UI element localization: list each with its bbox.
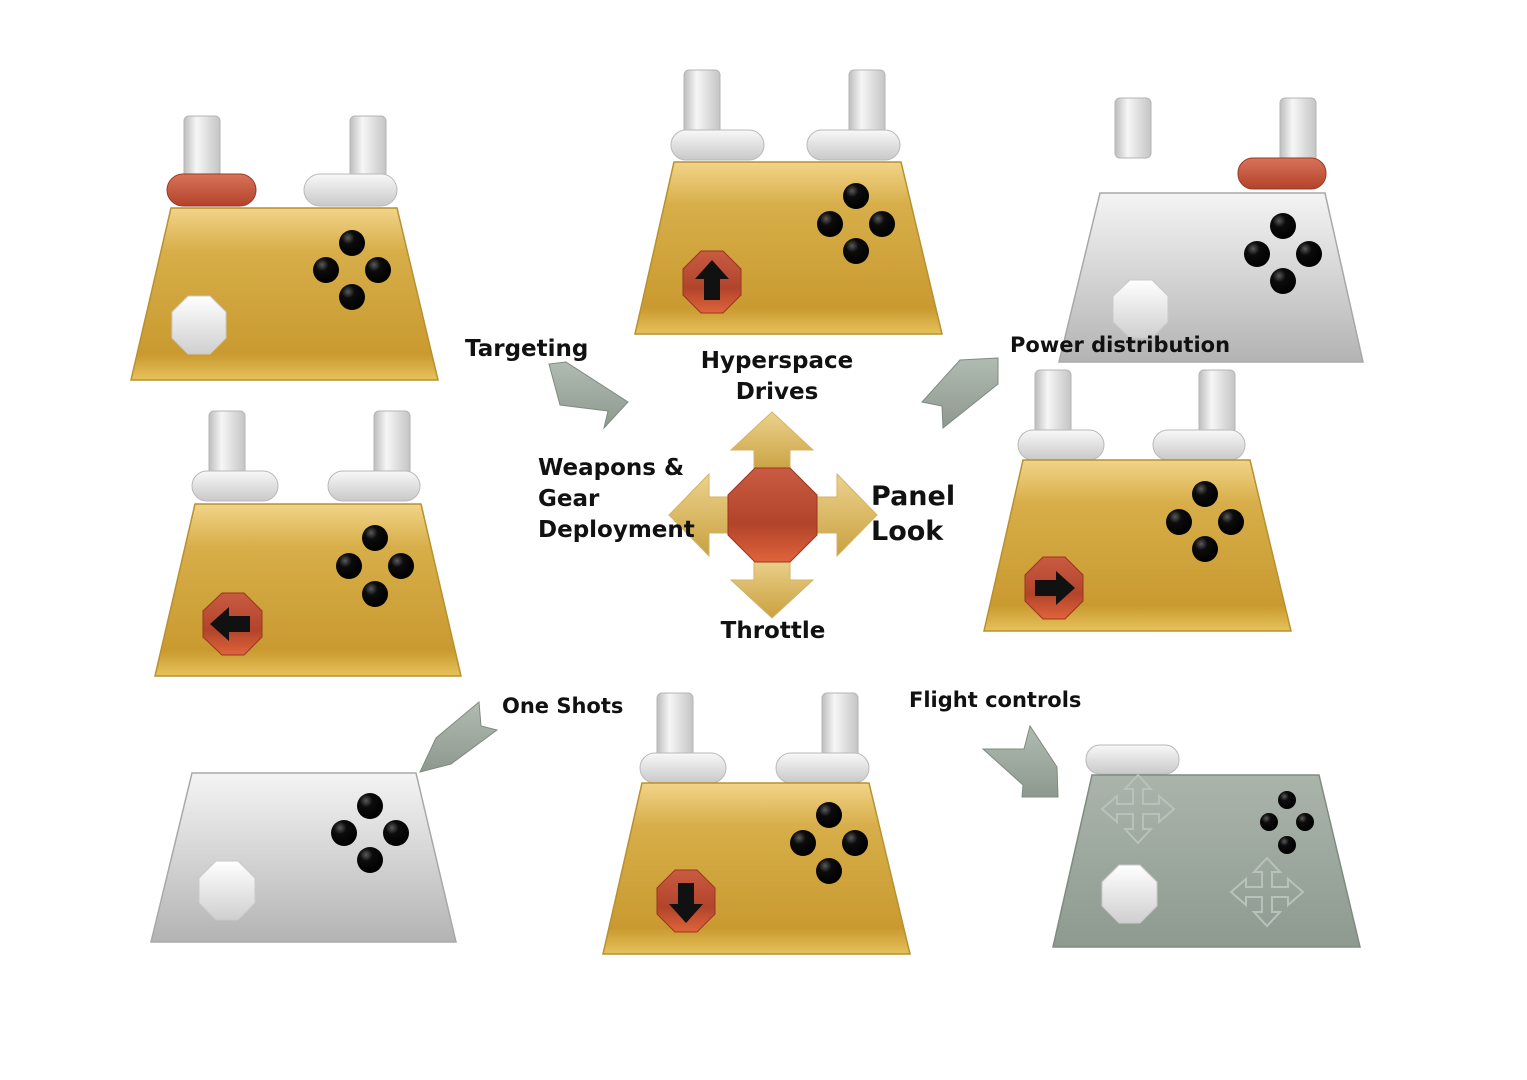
right-trigger xyxy=(848,69,886,137)
pointer-arrow-targeting xyxy=(548,361,629,430)
left-bumper xyxy=(670,129,765,161)
left-stick-cross-icon xyxy=(1100,773,1176,845)
dpad-right-icon xyxy=(1024,556,1084,620)
left-bumper xyxy=(639,752,727,784)
dpad-center-octagon xyxy=(727,467,818,563)
label-one-shots: One Shots xyxy=(502,694,623,718)
controller-body xyxy=(1052,774,1361,948)
right-bumper xyxy=(1152,429,1246,461)
octagon-button-icon xyxy=(171,295,227,355)
dpad-down-icon xyxy=(656,869,716,933)
label-panel-line1: Panel xyxy=(871,481,955,512)
left-trigger xyxy=(1114,97,1152,159)
left-trigger xyxy=(683,69,721,137)
controller-targeting xyxy=(130,115,439,381)
dpad-down-arrow xyxy=(729,557,815,619)
center-dpad xyxy=(668,411,878,619)
pointer-arrow-flight-controls xyxy=(981,724,1059,798)
label-flight-controls: Flight controls xyxy=(909,688,1081,712)
face-buttons xyxy=(1244,213,1322,294)
label-weapons-line2: Gear xyxy=(538,486,600,512)
controller-body xyxy=(154,503,462,677)
label-panel-line2: Look xyxy=(871,516,944,547)
left-trigger xyxy=(208,410,246,478)
octagon-button-icon xyxy=(198,860,256,921)
label-throttle: Throttle xyxy=(721,618,826,644)
pointer-arrow-power-distribution xyxy=(921,357,999,430)
dpad-right-arrow xyxy=(815,472,878,558)
controller-weapons-gear-deployment xyxy=(154,410,462,677)
controller-hyperspace-drives xyxy=(634,69,943,335)
controller-panel-look xyxy=(983,369,1292,632)
label-hyperspace-line1: Hyperspace xyxy=(701,348,854,374)
face-buttons xyxy=(331,793,409,873)
octagon-button-icon xyxy=(1101,864,1158,924)
face-buttons xyxy=(817,183,895,264)
controller-body xyxy=(130,207,439,381)
label-hyperspace-line2: Drives xyxy=(736,379,819,405)
right-bumper xyxy=(327,470,421,502)
controller-body xyxy=(150,772,457,943)
dpad-left-arrow xyxy=(668,472,731,558)
right-trigger xyxy=(821,692,859,760)
left-trigger xyxy=(183,115,221,181)
octagon-button-icon xyxy=(1112,279,1169,339)
label-weapons-line3: Deployment xyxy=(538,517,695,543)
face-buttons xyxy=(336,525,414,607)
left-bumper xyxy=(191,470,279,502)
right-bumper xyxy=(806,129,901,161)
controller-flight-controls xyxy=(1052,744,1361,948)
face-buttons xyxy=(790,802,868,884)
right-bumper xyxy=(303,173,398,207)
left-trigger xyxy=(656,692,694,760)
controller-throttle xyxy=(602,692,911,955)
right-bumper-highlighted xyxy=(1237,157,1327,190)
face-buttons xyxy=(313,230,391,310)
controller-power-distribution xyxy=(1058,97,1364,363)
right-trigger xyxy=(373,410,411,478)
dpad-left-icon xyxy=(202,592,263,656)
dpad-up-icon xyxy=(682,250,742,314)
left-trigger xyxy=(1034,369,1072,437)
controller-one-shots xyxy=(150,772,457,943)
left-bumper xyxy=(1085,744,1180,775)
right-bumper xyxy=(775,752,870,784)
dpad-up-arrow xyxy=(729,411,815,473)
right-trigger xyxy=(1279,97,1317,163)
pointer-arrow-one-shots xyxy=(419,700,499,773)
label-weapons-line1: Weapons & xyxy=(538,455,684,481)
controller-body xyxy=(634,161,943,335)
right-stick-cross-icon xyxy=(1229,856,1305,928)
controller-body xyxy=(602,782,911,955)
right-trigger xyxy=(1198,369,1236,437)
label-power-distribution: Power distribution xyxy=(1010,333,1230,357)
left-bumper-highlighted xyxy=(166,173,257,207)
left-bumper xyxy=(1017,429,1105,461)
right-trigger xyxy=(349,115,387,181)
face-buttons xyxy=(1260,791,1314,854)
label-targeting: Targeting xyxy=(465,336,588,362)
face-buttons xyxy=(1166,481,1244,562)
